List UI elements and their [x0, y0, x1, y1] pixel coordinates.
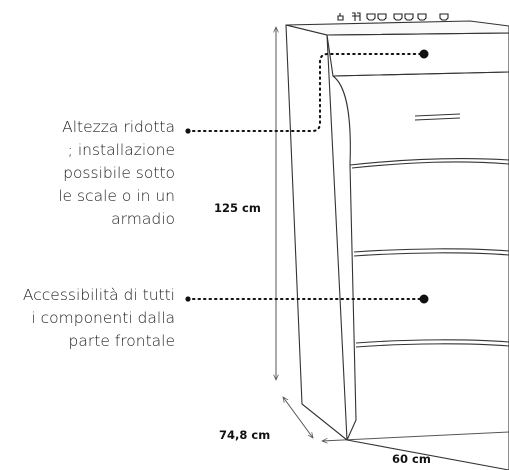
callout-line: i componenti dalla: [31, 309, 175, 327]
depth-dimension-label: 74,8 cm: [219, 428, 271, 442]
callout-front-access: Accessibilità di tutti i componenti dall…: [23, 284, 175, 353]
pipe-connectors: [337, 12, 449, 21]
callout-line: Accessibilità di tutti: [22, 286, 175, 304]
width-dimension-line: [322, 431, 509, 441]
callout-line: ; installazione: [67, 141, 175, 159]
callout-line: le scale o in un: [58, 187, 175, 205]
callout-line: possibile sotto: [63, 164, 175, 182]
callout-reduced-height: Altezza ridotta ; installazione possibil…: [58, 116, 175, 231]
appliance-body: [285, 20, 509, 470]
callout-line: parte frontale: [68, 332, 175, 350]
callout-line: armadio: [111, 210, 175, 228]
height-dimension-label: 125 cm: [214, 201, 261, 215]
leader-line-height: [185, 49, 429, 134]
callout-line: Altezza ridotta: [62, 118, 175, 136]
leader-line-front: [185, 294, 429, 304]
depth-dimension-line: [283, 397, 313, 438]
width-dimension-label: 60 cm: [392, 452, 431, 466]
